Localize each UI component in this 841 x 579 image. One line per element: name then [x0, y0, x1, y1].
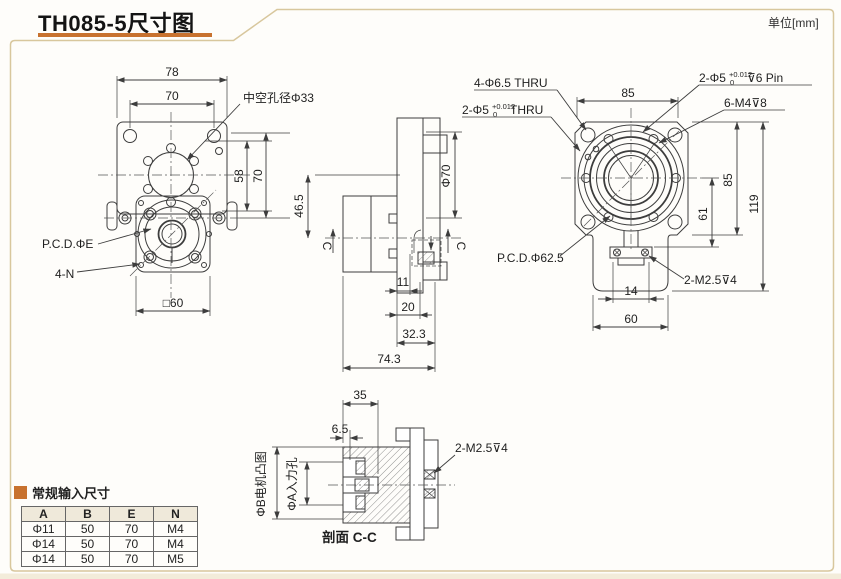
back-view-linework — [561, 108, 702, 292]
table-cell: 50 — [65, 521, 110, 537]
unit-label: 单位[mm] — [768, 16, 819, 30]
dim-35: 35 — [353, 388, 367, 402]
table-header-row: A B E N — [21, 506, 198, 522]
table-cell: M4 — [153, 521, 198, 537]
table-cell: Φ14 — [21, 536, 66, 552]
table-cell: M5 — [153, 551, 198, 567]
pin-thru-tol-sup: +0.012 — [492, 102, 515, 111]
dim-70-height: 70 — [251, 169, 265, 183]
bottom-strip — [0, 573, 841, 579]
table-cell: 70 — [109, 551, 154, 567]
dim-61: 61 — [696, 207, 710, 221]
pin-blind-tol-sup: +0.012 — [729, 70, 752, 79]
table-cell: Φ11 — [21, 521, 66, 537]
motor-boss-label: ΦB电机凸图 — [254, 451, 268, 517]
table-cell: 70 — [109, 536, 154, 552]
pin-thru-prefix: 2-Φ5 — [462, 103, 489, 117]
input-size-table-block: 常规输入尺寸 A B E N Φ11 50 70 M4 Φ14 50 70 M4 — [14, 483, 198, 567]
title-underline — [38, 33, 212, 37]
side-view-linework — [325, 117, 462, 294]
table-cell: 50 — [65, 551, 110, 567]
table-row: Φ14 50 70 M5 — [21, 551, 198, 567]
table-title: 常规输入尺寸 — [32, 486, 111, 501]
orange-bullet-icon — [14, 486, 27, 499]
table-title-row: 常规输入尺寸 — [14, 483, 198, 502]
section-view-linework — [328, 427, 455, 541]
m25-label: 2-M2.5⊽4 — [684, 273, 737, 287]
sheet-border — [9, 8, 835, 572]
back-view-labels: 4-Φ6.5 THRU 2-Φ5 +0.012 0 THRU 2-Φ5 +0.0… — [462, 70, 812, 287]
input-size-table: A B E N Φ11 50 70 M4 Φ14 50 70 M4 Φ14 50… — [21, 506, 198, 567]
section-mark-c-left: C — [320, 242, 334, 251]
section-mark-c-right: C — [454, 242, 468, 251]
pin-blind-prefix: 2-Φ5 — [699, 71, 726, 85]
section-view: 35 6.5 ΦB电机凸图 ΦA入力孔 2-M2.5⊽4 剖面 C-C — [254, 388, 508, 545]
dim-46-5: 46.5 — [292, 194, 306, 218]
col-header-a: A — [21, 506, 66, 522]
front-view-linework — [98, 112, 250, 298]
dim-phi70: Φ70 — [439, 164, 453, 187]
dim-32-3: 32.3 — [402, 327, 426, 341]
front-view-dimensions: 78 70 中空孔径Φ33 58 70 P.C.D.ΦE 4-N □60 — [42, 65, 314, 316]
dim-85-right: 85 — [721, 173, 735, 187]
table-cell: 50 — [65, 536, 110, 552]
dim-14: 14 — [624, 284, 638, 298]
pin-blind-tol-sub: 0 — [730, 78, 734, 87]
dim-20: 20 — [401, 300, 415, 314]
pin-thru-tol-sub: 0 — [493, 110, 497, 119]
section-view-dimensions: 35 6.5 ΦB电机凸图 ΦA入力孔 2-M2.5⊽4 剖面 C-C — [254, 388, 508, 545]
dim-74-3: 74.3 — [377, 352, 401, 366]
page-title: TH085-5尺寸图 — [38, 11, 195, 36]
col-header-b: B — [65, 506, 110, 522]
back-view: 85 119 85 61 14 60 4-Φ6.5 THRU — [462, 70, 812, 331]
dim-78: 78 — [165, 65, 179, 79]
section-m25-label: 2-M2.5⊽4 — [455, 441, 508, 455]
col-header-e: E — [109, 506, 154, 522]
col-header-n: N — [153, 506, 198, 522]
input-hole-label: ΦA入力孔 — [285, 457, 299, 511]
dim-58: 58 — [232, 169, 246, 183]
table-row: Φ11 50 70 M4 — [21, 521, 198, 537]
dim-85-top: 85 — [621, 86, 635, 100]
corner-tap-label: 4-N — [55, 267, 74, 281]
m4-label: 6-M4⊽8 — [724, 96, 767, 110]
table-cell: Φ14 — [21, 551, 66, 567]
dim-119: 119 — [747, 194, 761, 213]
pcd-e-label: P.C.D.ΦE — [42, 237, 93, 251]
table-cell: M4 — [153, 536, 198, 552]
pin-blind-suffix: ⊽6 Pin — [747, 71, 783, 85]
table-cell: 70 — [109, 521, 154, 537]
pcd-62-5-label: P.C.D.Φ62.5 — [497, 251, 564, 265]
front-view: 78 70 中空孔径Φ33 58 70 P.C.D.ΦE 4-N □60 — [42, 65, 314, 316]
dim-6-5: 6.5 — [332, 422, 349, 436]
dim-square-60: □60 — [163, 296, 184, 310]
dim-70-width: 70 — [165, 89, 179, 103]
hollow-bore-label: 中空孔径Φ33 — [243, 90, 314, 105]
side-view-dimensions: 46.5 Φ70 C C 11 20 — [292, 131, 468, 372]
section-caption: 剖面 C-C — [322, 529, 377, 545]
dim-60: 60 — [624, 312, 638, 326]
pin-thru-suffix: THRU — [510, 103, 543, 117]
corner-thru-label: 4-Φ6.5 THRU — [474, 76, 548, 90]
table-row: Φ14 50 70 M4 — [21, 536, 198, 552]
dim-11: 11 — [397, 275, 410, 289]
back-view-dimensions: 85 119 85 61 14 60 — [576, 86, 769, 331]
side-view: 46.5 Φ70 C C 11 20 — [292, 117, 468, 372]
